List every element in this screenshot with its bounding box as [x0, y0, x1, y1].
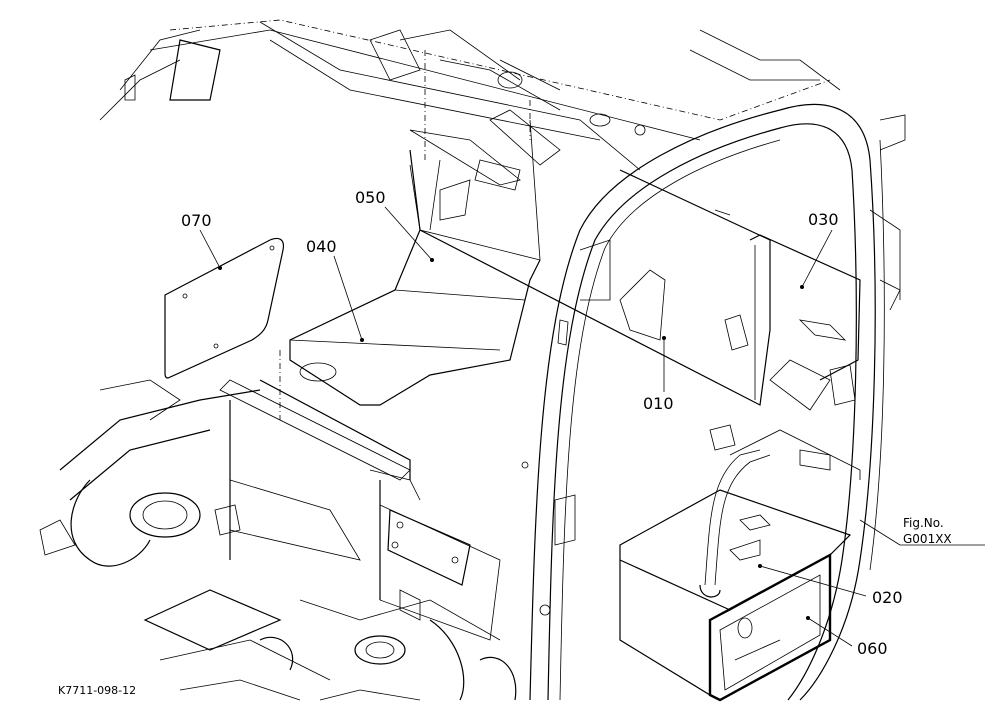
leader-020 — [759, 565, 867, 597]
leader-fig — [859, 519, 901, 546]
callout-040: 040 — [306, 237, 337, 256]
leader-dot-010 — [662, 336, 666, 340]
leader-040 — [333, 255, 363, 341]
leader-dot-030 — [800, 285, 804, 289]
callout-070: 070 — [181, 211, 212, 230]
cover-060 — [708, 552, 832, 702]
callout-050: 050 — [355, 188, 386, 207]
drawing-code: K7711-098-12 — [58, 684, 136, 697]
leader-dot-050 — [430, 258, 434, 262]
side-panel-030 — [749, 234, 861, 406]
leader-060 — [807, 617, 853, 647]
figure-number: G001XX — [903, 532, 952, 546]
leader-dot-040 — [360, 338, 364, 342]
callout-010: 010 — [643, 394, 674, 413]
panel-070 — [164, 237, 285, 379]
callout-060: 060 — [857, 639, 888, 658]
lower-chassis — [39, 319, 576, 701]
panel-050-040 — [279, 50, 541, 420]
leader-dot-060 — [806, 616, 810, 620]
leader-070 — [199, 229, 221, 269]
callout-030: 030 — [808, 210, 839, 229]
leader-050 — [384, 206, 433, 261]
figure-label: Fig.No. — [903, 516, 944, 530]
callout-020: 020 — [872, 588, 903, 607]
tank-020 — [619, 424, 861, 697]
leader-030 — [801, 229, 833, 288]
leader-dot-070 — [218, 266, 222, 270]
cab-frame — [99, 19, 906, 701]
rear-panel-010 — [409, 149, 831, 411]
leader-dot-020 — [758, 564, 762, 568]
leader-lines — [199, 206, 985, 647]
